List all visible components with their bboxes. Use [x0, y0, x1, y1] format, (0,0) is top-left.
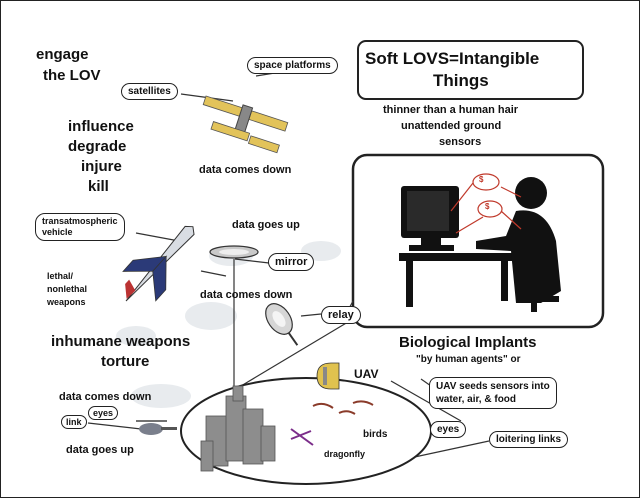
computer-user-icon — [399, 177, 561, 312]
birds-label: birds — [363, 429, 388, 440]
link-tag: link — [61, 415, 87, 429]
space-platforms-tag: space platforms — [247, 57, 338, 74]
uav-seeds-line1: UAV seeds sensors into — [436, 381, 550, 392]
by-human-agents-label: "by human agents" or — [416, 354, 521, 365]
uav-label: UAV — [354, 367, 379, 381]
uav-seeds-line2: water, air, & food — [436, 394, 517, 405]
unattended-text: unattended ground — [401, 120, 502, 132]
title-line2: Things — [433, 71, 489, 90]
kill-label: kill — [88, 178, 109, 195]
data-comes-down-mid: data comes down — [200, 289, 293, 301]
eyes-tag-right: eyes — [430, 421, 467, 438]
data-comes-down-top: data comes down — [199, 164, 292, 176]
torture-label: torture — [101, 353, 150, 370]
jet-icon — [122, 225, 195, 302]
satellites-tag: satellites — [121, 83, 178, 100]
influence-label: influence — [68, 118, 134, 135]
highlight-1: $ — [479, 175, 484, 184]
degrade-label: degrade — [68, 138, 127, 155]
city-icon — [200, 385, 276, 472]
injure-label: injure — [81, 158, 122, 175]
highlight-2: $ — [485, 202, 490, 211]
uav-seeds-tag: UAV seeds sensors into water, air, & foo… — [429, 377, 557, 409]
loitering-links-tag: loitering links — [489, 431, 569, 448]
sensors-text: sensors — [439, 136, 482, 148]
transatmospheric-tag: transatmospheric vehicle — [35, 213, 125, 241]
inhumane-label: inhumane weapons — [51, 333, 191, 350]
title-box — [357, 40, 584, 100]
data-goes-up-mid: data goes up — [232, 219, 300, 231]
dragonfly-label: dragonfly — [324, 449, 366, 459]
title-line1: Soft LOVS=Intangible — [365, 49, 540, 68]
the-lov-label: the LOV — [43, 67, 101, 84]
cloud-shapes — [116, 241, 341, 408]
uav-icon — [316, 362, 340, 390]
mirror-tag: mirror — [268, 253, 315, 271]
relay-dish-icon — [265, 303, 299, 346]
satellite-icon — [202, 95, 289, 154]
data-goes-up-low: data goes up — [66, 444, 134, 456]
transatmospheric-line1: transatmospheric — [42, 216, 118, 226]
engage-label: engage — [36, 46, 89, 63]
bio-implants-label: Biological Implants — [399, 334, 537, 351]
relay-tag: relay — [321, 306, 361, 324]
eyes-tag-left: eyes — [88, 406, 119, 420]
data-comes-down-low: data comes down — [59, 391, 152, 403]
bird-shapes — [312, 400, 374, 415]
helicopter-icon — [136, 420, 177, 435]
lethal-line2: nonlethal — [47, 284, 87, 294]
thinner-text: thinner than a human hair — [383, 104, 519, 116]
dragonfly-icon — [290, 428, 314, 446]
lethal-line3: weapons — [47, 297, 86, 307]
lethal-line1: lethal/ — [47, 271, 74, 281]
transatmospheric-line2: vehicle — [42, 227, 73, 237]
